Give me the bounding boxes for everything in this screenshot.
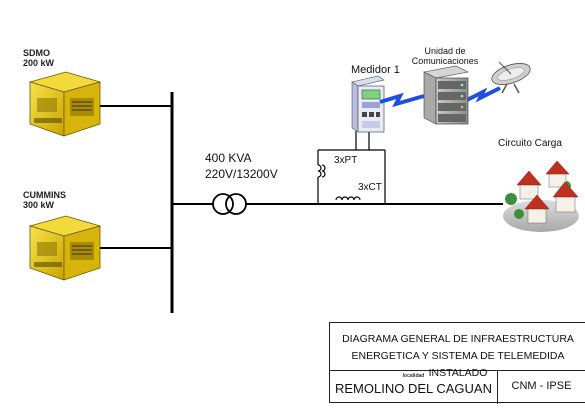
generator-cummins-icon — [28, 215, 102, 281]
communications-unit-icon — [423, 65, 469, 125]
location-name: REMOLINO DEL CAGUAN — [335, 381, 492, 396]
generator-sdmo-name: SDMO — [23, 48, 50, 58]
generator-cummins-label: CUMMINS 300 kW — [23, 190, 66, 210]
generator-cummins-name: CUMMINS — [23, 190, 66, 200]
pt-label: 3xPT — [334, 155, 358, 166]
transformer-icon — [212, 193, 247, 215]
satellite-antenna-icon — [491, 61, 531, 94]
comms-label-line2: Comunicaciones — [411, 56, 479, 66]
generator-sdmo-icon — [28, 71, 102, 137]
transformer-capacity-label: 400 KVA — [205, 151, 252, 165]
title-block-column-divider — [497, 370, 498, 404]
ct-coil-icon — [335, 196, 361, 201]
meter-label: Medidor 1 — [351, 64, 400, 76]
transformer-voltage-label: 220V/13200V — [205, 167, 278, 181]
generator-cummins-rating: 300 kW — [23, 200, 55, 210]
comm-link-meter-to-unit — [379, 92, 425, 108]
comm-link-unit-to-antenna — [466, 86, 501, 103]
energy-meter-icon — [351, 75, 385, 133]
project-code: CNM - IPSE — [511, 380, 572, 392]
load-label: Circuito Carga — [498, 138, 562, 149]
pt-ct-wiring — [317, 131, 386, 204]
generator-sdmo-label: SDMO 200 kW — [23, 48, 54, 68]
pt-coil-icon — [317, 164, 326, 178]
load-circuit-icon — [503, 160, 579, 232]
title-block: DIAGRAMA GENERAL DE INFRAESTRUCTURA ENER… — [329, 322, 585, 404]
ct-label: 3xCT — [358, 182, 382, 193]
title-line-1: DIAGRAMA GENERAL DE INFRAESTRUCTURA — [342, 333, 574, 345]
title-block-divider — [330, 370, 585, 371]
generator-sdmo-rating: 200 kW — [23, 58, 55, 68]
location-caption: localidad — [402, 373, 425, 379]
comms-label-line1: Unidad de — [424, 46, 466, 56]
